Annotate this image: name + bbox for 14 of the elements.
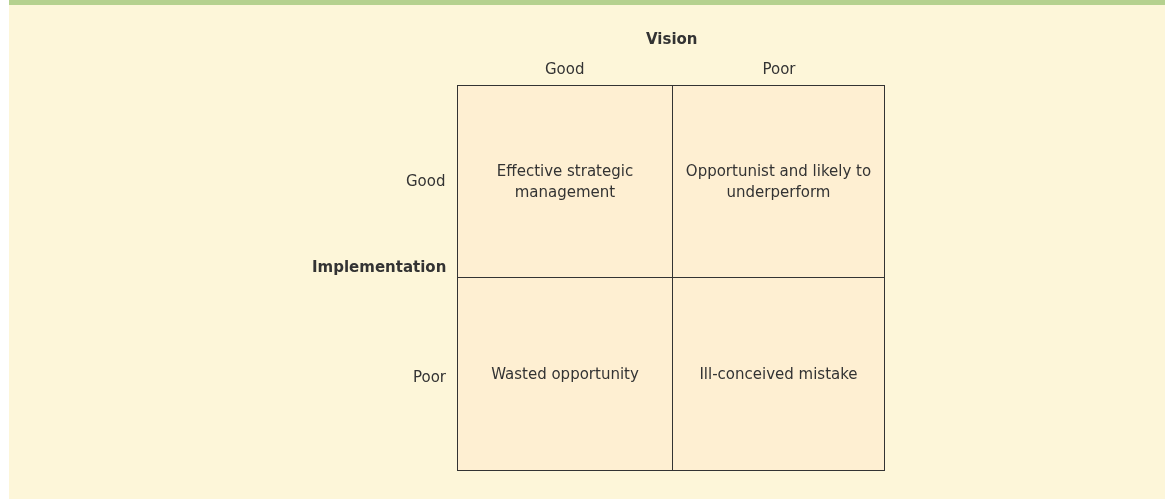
cell-text: Opportunist and likely to underperform — [684, 161, 873, 202]
matrix-cell — [457, 85, 673, 278]
axis-title: Vision — [646, 30, 698, 48]
matrix-cell — [672, 277, 885, 471]
cell-text: Wasted opportunity — [491, 363, 639, 385]
matrix-cell — [672, 85, 885, 278]
row-heading: Poor — [413, 368, 447, 386]
cell-text: Effective strategic management — [495, 161, 635, 202]
column-heading: Poor — [762, 60, 796, 78]
column-heading: Good — [545, 60, 585, 78]
cell-text: Ill-conceived mistake — [699, 363, 858, 385]
matrix-cell — [457, 277, 673, 471]
axis-title: Implementation — [312, 258, 447, 276]
row-heading: Good — [406, 172, 446, 190]
